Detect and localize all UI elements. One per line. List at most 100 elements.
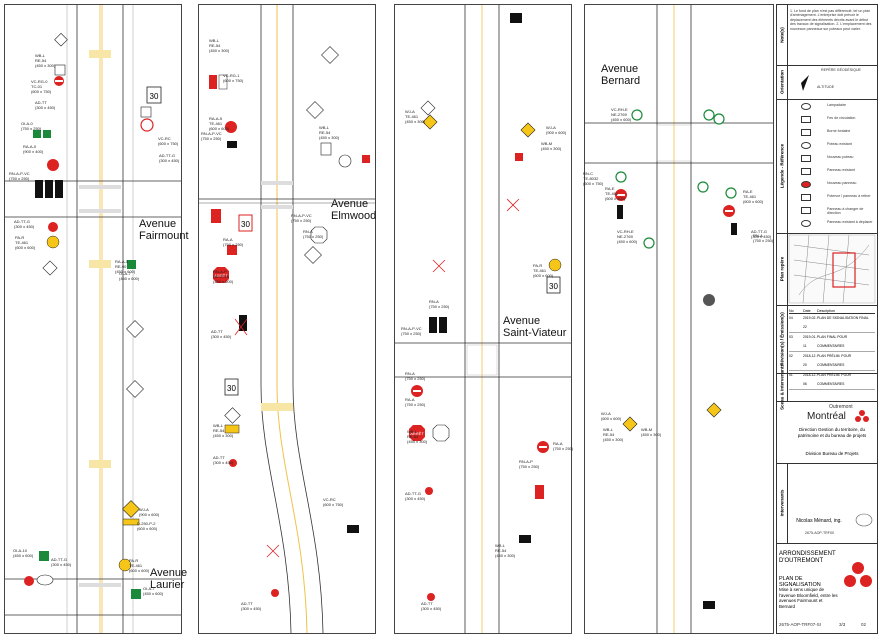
speed-30-sign-2: 30 bbox=[224, 378, 239, 396]
revision-cell: PLAN FINAL POUR COMMENTAIRES bbox=[817, 335, 848, 348]
revision-cell: 2018-12-06 bbox=[803, 373, 817, 386]
no-entry-sign bbox=[209, 74, 228, 90]
red-circle-sign-2 bbox=[271, 589, 279, 597]
sign-label: OI-A-7 (450 x 600) bbox=[119, 271, 140, 281]
legend-symbol-icon bbox=[801, 155, 811, 162]
reserves-section: Sceau & Intervenants bbox=[777, 364, 877, 410]
diamond-sign-2 bbox=[126, 320, 144, 338]
sign-label: WB-L RE-54 (450 x 300) bbox=[35, 53, 56, 68]
speed-30-sign: 30 bbox=[238, 214, 253, 232]
one-way-sign bbox=[617, 205, 737, 235]
plan-title: PLAN DE SIGNALISATION bbox=[779, 576, 821, 588]
legend-item: Borne fontaine bbox=[827, 129, 851, 133]
borough-small: Outremont bbox=[829, 404, 853, 410]
montreal-rose-icon bbox=[844, 562, 872, 587]
sign-label: AD-TT (300 x 450) bbox=[241, 601, 262, 611]
no-entry-sign bbox=[411, 385, 423, 397]
sign-label: RA-A-5 TE-461 (600 x 600) bbox=[209, 116, 230, 131]
sign-label: PA-R TE-461 (600 x 600) bbox=[15, 235, 36, 250]
green-sign-2 bbox=[127, 260, 136, 269]
green-circle-sign bbox=[631, 109, 725, 125]
legend-symbol-icon bbox=[801, 194, 811, 201]
legend-item: Poteau existant bbox=[827, 142, 852, 146]
one-way-sign bbox=[35, 180, 63, 198]
sign-label: RN-A-P (750 x 250) bbox=[519, 459, 540, 469]
yellow-arrow-sign bbox=[224, 424, 240, 434]
legend-tab: Légende - Référence bbox=[779, 143, 785, 189]
sign-label: VC-RG-1 (600 x 750) bbox=[223, 73, 244, 83]
sign-label: WB-L RE-54 (450 x 300) bbox=[407, 429, 428, 444]
yellow-bike-sign-2 bbox=[118, 558, 132, 572]
revision-number: 02 bbox=[861, 622, 867, 627]
green-circle-sign-2 bbox=[615, 171, 737, 249]
sign-label: RN-A (750 x 250) bbox=[753, 233, 774, 243]
diamond-sign bbox=[321, 46, 339, 64]
plan-tab: Plan repère bbox=[779, 256, 785, 282]
sign-label: WB-L RE-54 (450 x 300) bbox=[603, 427, 624, 442]
legend-symbol-icon bbox=[801, 129, 811, 136]
round-sign bbox=[36, 574, 54, 586]
sign-label: WJ-A (900 x 600) bbox=[546, 125, 567, 135]
revision-cell: 2019-01-11 bbox=[803, 335, 817, 348]
legend-item: Panneau existant bbox=[827, 168, 855, 172]
yellow-diamond-sign bbox=[622, 402, 722, 432]
plan-description: Mise à sens unique de l'avenue Bloomfiel… bbox=[779, 587, 838, 609]
title-block: Note(s) 1. Le fond de plan n'est pas dif… bbox=[776, 4, 878, 634]
svg-text:30: 30 bbox=[241, 220, 250, 229]
intervenants-section: Intervenants Nicolas Ménard, ing. 2675-A… bbox=[777, 463, 877, 544]
notes-section: Note(s) 1. Le fond de plan n'est pas dif… bbox=[777, 5, 877, 66]
sheet-number: 3/3 bbox=[839, 622, 846, 627]
pedestrian-sign bbox=[140, 106, 152, 118]
stop-sign: ARRÊT bbox=[213, 267, 229, 283]
removed-sign bbox=[506, 198, 520, 212]
sign-label: RN-A-P-VC (750 x 250) bbox=[291, 213, 312, 223]
orientation-tab: Orientation bbox=[779, 69, 785, 95]
yellow-bike-sign bbox=[46, 235, 60, 249]
yellow-diamond-sign bbox=[122, 500, 140, 518]
red-grid-sign bbox=[362, 155, 370, 163]
notes-tab: Note(s) bbox=[779, 27, 785, 43]
legend-item: Panneau à changer de direction bbox=[827, 207, 864, 216]
sign-label: OI-A-0 (750 x 250) bbox=[21, 121, 42, 131]
sign-label: RN-A-P-VC (750 x 250) bbox=[401, 326, 422, 336]
revision-cell: PLAN DE SIGNALISATION FINAL bbox=[817, 316, 869, 320]
sheet-panel-3: 30 ARRÊT Avenue Saint-Viateur WJ-A TE-46… bbox=[394, 4, 573, 634]
legend-item: Feu de circulation bbox=[827, 116, 856, 120]
sign-label: VC-RH-E NE-2769 (450 x 600) bbox=[611, 107, 632, 122]
red-no-entry-sign bbox=[47, 159, 59, 171]
sign-label: VC-RC (600 x 750) bbox=[323, 497, 344, 507]
orientation-title: REPÈRE GÉODÉSIQUE bbox=[821, 68, 861, 72]
sign-label: PA-R TE-461 (600 x 600) bbox=[533, 263, 554, 278]
direction-text: Direction Gestion du territoire, du patr… bbox=[797, 427, 867, 438]
sign-label: AD-TT (300 x 450) bbox=[421, 601, 442, 611]
yellow-bike-sign bbox=[548, 258, 562, 272]
black-rect-sign bbox=[510, 13, 522, 23]
diamond-sign-4 bbox=[42, 260, 58, 276]
legend-symbol-icon bbox=[801, 103, 811, 110]
no-entry-sign bbox=[54, 76, 64, 86]
svg-text:30: 30 bbox=[150, 92, 159, 101]
revision-cell: 02 bbox=[789, 354, 793, 358]
speed-30-sign: 30 bbox=[146, 86, 162, 104]
revision-cell: 01 bbox=[789, 373, 793, 377]
black-rect-sign bbox=[703, 601, 715, 609]
sign-label: VC-RH-E NE-2769 (450 x 600) bbox=[617, 229, 638, 244]
sign-label: PA-R TE-461 (600 x 600) bbox=[129, 558, 150, 573]
sign-label: AD-TT-G (300 x 450) bbox=[159, 153, 180, 163]
svg-text:ARRÊT: ARRÊT bbox=[410, 431, 424, 436]
street-label-elmwood: Avenue Elmwood bbox=[331, 198, 377, 222]
sign-label: WJ-A (600 x 600) bbox=[601, 411, 622, 421]
sign-label: RA-A-0 (900 x 400) bbox=[23, 144, 44, 154]
sign-label: AD-TT (300 x 450) bbox=[35, 100, 56, 110]
sheet-panel-4: Avenue Bernard VC-RH-E NE-2769 (450 x 60… bbox=[583, 4, 774, 634]
sign-label: AD-TT-G (300 x 450) bbox=[751, 229, 772, 239]
legend-symbol-icon bbox=[801, 168, 811, 175]
revision-col-header: Description bbox=[817, 309, 835, 313]
notes-text: 1. Le fond de plan n'est pas différencié… bbox=[790, 9, 872, 31]
svg-text:30: 30 bbox=[549, 282, 558, 291]
sign-label: AD-TT (300 x 450) bbox=[211, 329, 232, 339]
altitude-label: ALTITUDE bbox=[817, 85, 835, 89]
